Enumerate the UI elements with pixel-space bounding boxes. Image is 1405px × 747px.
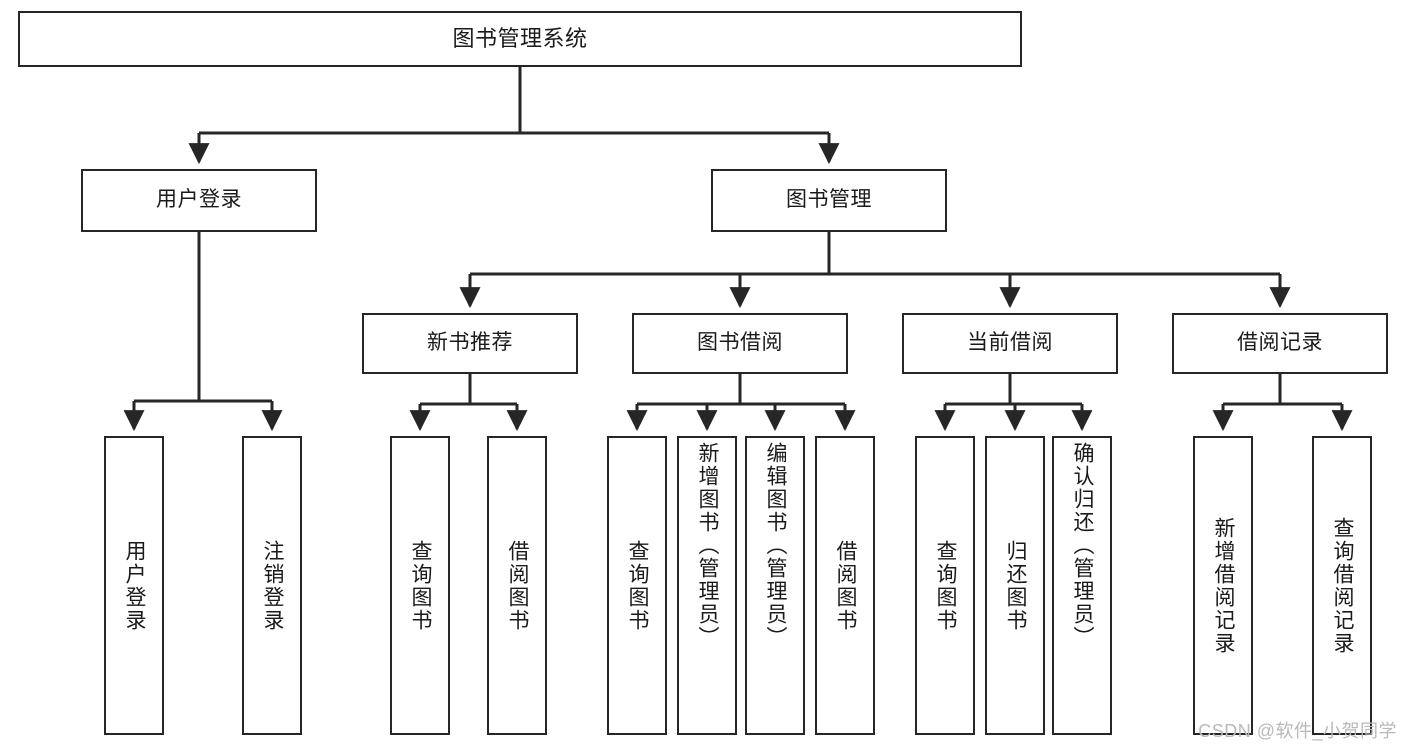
node-leaf-user-logout-label: 注销登录 (261, 539, 285, 632)
node-leaf-borrow-book[interactable]: 借阅图书 (815, 436, 875, 735)
node-leaf-borrow-book-rec[interactable]: 借阅图书 (487, 436, 547, 735)
node-borrow-record[interactable]: 借阅记录 (1172, 313, 1388, 374)
node-leaf-query-book-borrow-label: 查询图书 (626, 539, 650, 632)
node-leaf-query-book-rec[interactable]: 查询图书 (390, 436, 450, 735)
node-leaf-query-borrow-record[interactable]: 查询借阅记录 (1312, 436, 1372, 735)
node-leaf-confirm-return-label: 确认归还（管理员） (1071, 442, 1095, 649)
node-user-login-label: 用户登录 (156, 188, 242, 212)
node-leaf-add-book[interactable]: 新增图书（管理员） (677, 436, 737, 735)
node-leaf-confirm-return[interactable]: 确认归还（管理员） (1052, 436, 1112, 735)
node-current-borrow-label: 当前借阅 (967, 331, 1053, 355)
node-leaf-return-book[interactable]: 归还图书 (985, 436, 1045, 735)
node-book-manage[interactable]: 图书管理 (711, 169, 947, 232)
node-book-borrow-label: 图书借阅 (697, 331, 783, 355)
node-new-book-rec[interactable]: 新书推荐 (362, 313, 578, 374)
node-leaf-add-book-label: 新增图书（管理员） (696, 442, 720, 649)
node-root-label: 图书管理系统 (452, 26, 588, 52)
node-leaf-user-logout[interactable]: 注销登录 (242, 436, 302, 735)
node-root[interactable]: 图书管理系统 (18, 11, 1022, 67)
node-leaf-edit-book[interactable]: 编辑图书（管理员） (745, 436, 805, 735)
node-user-login[interactable]: 用户登录 (81, 169, 317, 232)
node-book-manage-label: 图书管理 (786, 188, 872, 212)
node-current-borrow[interactable]: 当前借阅 (902, 313, 1118, 374)
node-leaf-user-login[interactable]: 用户登录 (104, 436, 164, 735)
node-leaf-add-borrow-record-label: 新增借阅记录 (1212, 516, 1236, 655)
node-leaf-query-book-rec-label: 查询图书 (409, 539, 433, 632)
node-leaf-return-book-label: 归还图书 (1004, 539, 1028, 632)
node-leaf-add-borrow-record[interactable]: 新增借阅记录 (1193, 436, 1253, 735)
node-leaf-query-borrow-record-label: 查询借阅记录 (1331, 516, 1355, 655)
node-new-book-rec-label: 新书推荐 (427, 331, 513, 355)
node-leaf-query-book-current[interactable]: 查询图书 (915, 436, 975, 735)
node-leaf-borrow-book-rec-label: 借阅图书 (506, 539, 530, 632)
node-book-borrow[interactable]: 图书借阅 (632, 313, 848, 374)
csdn-watermark: CSDN @软件_小贺同学 (1198, 721, 1397, 741)
node-borrow-record-label: 借阅记录 (1237, 331, 1323, 355)
node-leaf-query-book-borrow[interactable]: 查询图书 (607, 436, 667, 735)
node-leaf-user-login-label: 用户登录 (123, 539, 147, 632)
node-leaf-borrow-book-label: 借阅图书 (834, 539, 858, 632)
node-leaf-query-book-current-label: 查询图书 (934, 539, 958, 632)
node-leaf-edit-book-label: 编辑图书（管理员） (764, 442, 788, 649)
